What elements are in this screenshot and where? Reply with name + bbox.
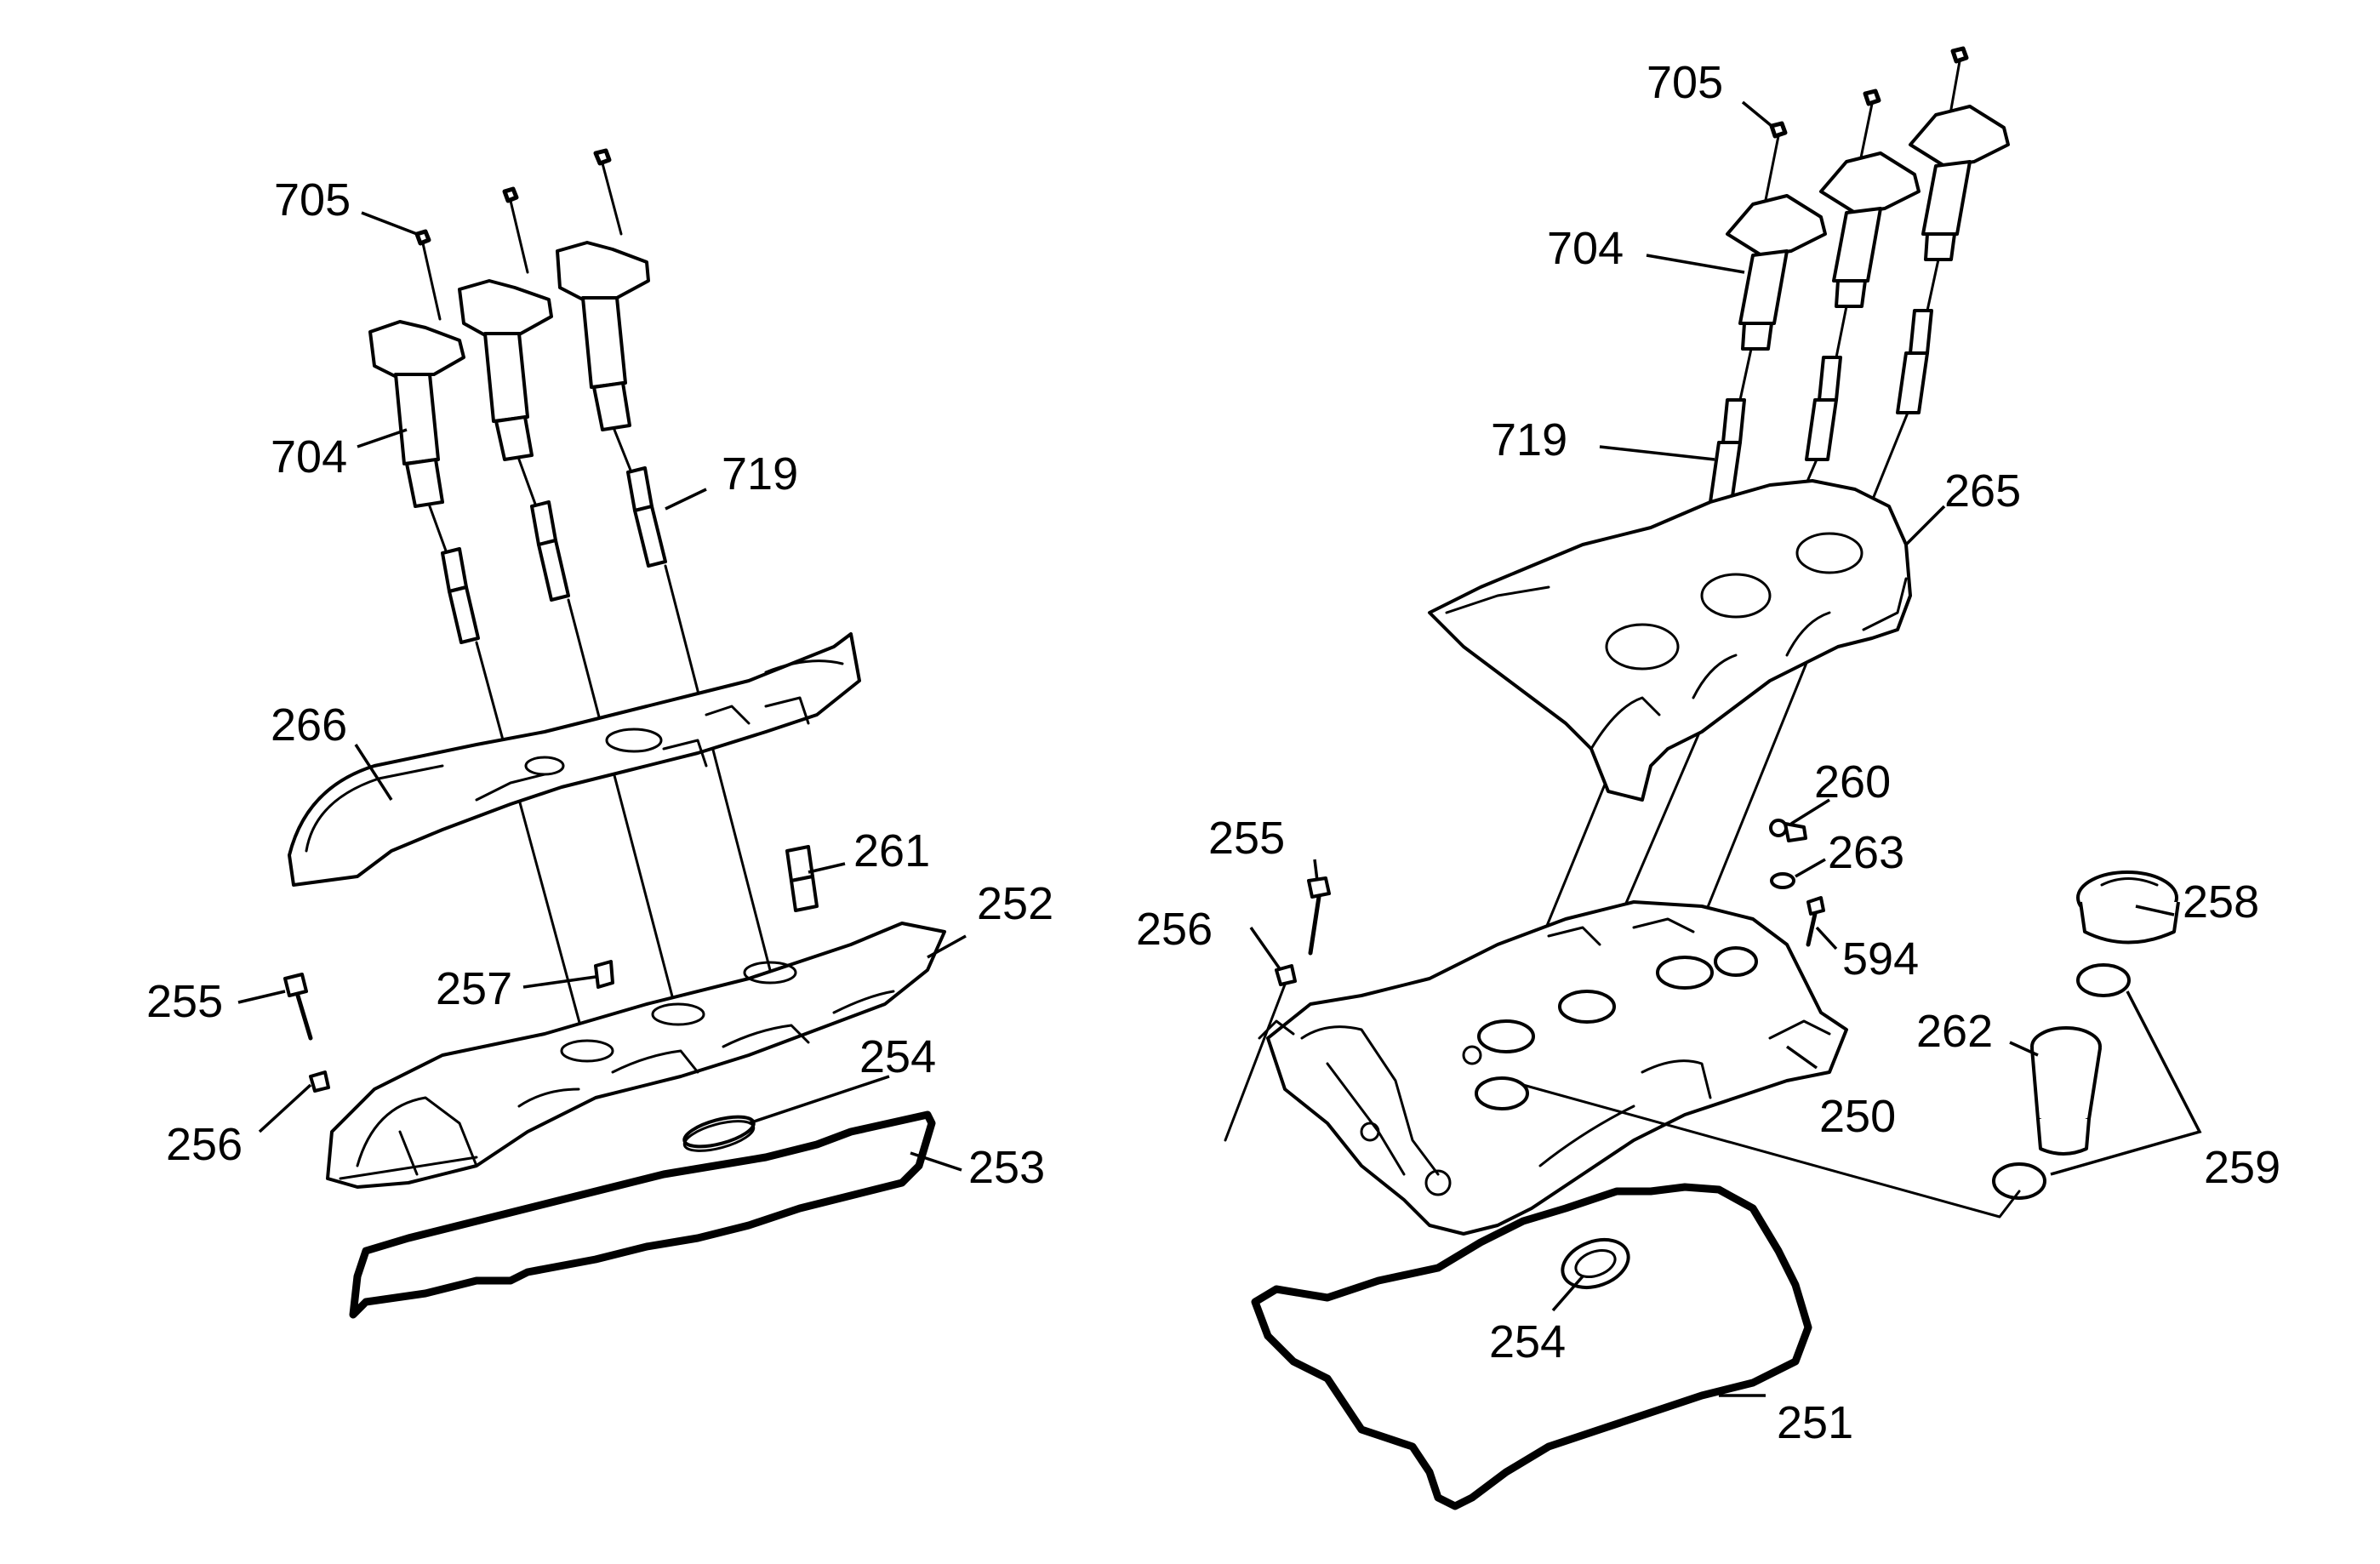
right-oring-259-a	[2076, 963, 2131, 997]
callout-left-719: 719	[722, 448, 798, 499]
left-valve-cover	[326, 922, 946, 1189]
left-coil-cover	[288, 632, 861, 887]
callout-left-257: 257	[436, 963, 512, 1014]
callout-right-262: 262	[1916, 1006, 1993, 1057]
right-valve-cover	[1258, 900, 1848, 1236]
callout-left-705: 705	[274, 174, 351, 225]
callout-left-266: 266	[271, 699, 347, 751]
left-bolt-255	[283, 973, 313, 1041]
right-sensor-260	[1769, 819, 1807, 842]
left-ignition-coil	[368, 241, 650, 508]
right-seal-254	[1561, 1237, 1630, 1290]
callout-right-258: 258	[2183, 876, 2259, 928]
callout-left-253: 253	[968, 1142, 1045, 1193]
callout-right-704: 704	[1547, 223, 1624, 274]
callout-labels: 705 704 719 266 261 252 257 255 256 254 …	[146, 57, 2280, 1448]
callout-right-265: 265	[1944, 465, 2021, 517]
callout-right-250: 250	[1819, 1091, 1896, 1142]
left-stud-261	[785, 845, 819, 912]
callout-left-254: 254	[859, 1031, 936, 1082]
right-bank-assembly	[1224, 46, 2202, 1510]
right-fill-tube-262	[2030, 1026, 2102, 1156]
callout-right-251: 251	[1777, 1397, 1853, 1448]
callout-leaders	[237, 100, 2175, 1397]
callout-left-255: 255	[146, 976, 223, 1027]
left-coil-bolt	[414, 148, 623, 321]
left-grommet-256	[309, 1070, 330, 1093]
right-coil-cover	[1428, 479, 1912, 802]
right-oil-cap-258	[2076, 870, 2180, 945]
right-gasket-251	[1251, 1183, 1812, 1510]
left-spark-plug	[428, 428, 667, 644]
right-fitting-594	[1806, 896, 1825, 947]
callout-right-259: 259	[2204, 1142, 2280, 1193]
callout-right-260: 260	[1814, 756, 1891, 808]
right-oring-263	[1770, 872, 1795, 889]
callout-left-704: 704	[271, 431, 347, 482]
callout-left-252: 252	[977, 878, 1053, 929]
right-oring-259-b	[1992, 1162, 2046, 1200]
left-bank-assembly	[283, 148, 946, 1319]
callout-right-719: 719	[1491, 414, 1567, 465]
left-fitting-257	[594, 960, 614, 989]
left-seal-254	[682, 1115, 756, 1152]
right-ignition-coil	[1726, 105, 2010, 351]
callout-right-263: 263	[1828, 827, 1904, 878]
callout-right-256: 256	[1136, 904, 1213, 955]
right-grommet-256	[1275, 964, 1297, 986]
right-bolt-255	[1307, 876, 1331, 956]
callout-right-705: 705	[1647, 57, 1723, 108]
callout-right-254: 254	[1489, 1316, 1566, 1367]
right-spark-plug	[1709, 258, 1940, 504]
callout-right-594: 594	[1842, 933, 1919, 985]
callout-right-255: 255	[1208, 813, 1285, 864]
callout-left-261: 261	[853, 825, 930, 876]
callout-left-256: 256	[166, 1119, 243, 1170]
left-gasket-253	[349, 1110, 936, 1319]
